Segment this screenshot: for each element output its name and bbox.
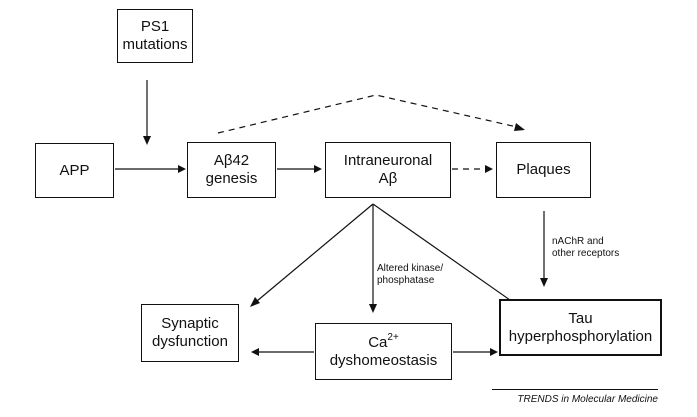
edge-calcium-to-synaptic-arrowhead — [251, 348, 259, 356]
node-synaptic-line-1: Synaptic — [161, 315, 219, 332]
node-intraneuronal-ab: Intraneuronal Aβ — [325, 142, 451, 198]
edge-label-nachr-line-1: nAChR and — [552, 236, 604, 247]
edge-plaques-to-tau-arrowhead — [540, 278, 548, 287]
node-app-label: APP — [59, 161, 90, 179]
node-tau-line-1: Tau — [568, 309, 593, 327]
node-intraneuronal-line-2: Aβ — [378, 170, 398, 187]
node-synaptic-line-2: dysfunction — [152, 333, 228, 350]
edge-ab42-to-plaques-dashed — [217, 94, 518, 134]
node-calcium-dyshomeostasis: Ca2+ dyshomeostasis — [315, 323, 452, 380]
node-synaptic-dysfunction: Synaptic dysfunction — [141, 304, 239, 362]
node-tau-hyperphosphorylation: Tau hyperphosphorylation — [499, 299, 662, 356]
edge-label-nachr-line-2: other receptors — [552, 248, 620, 259]
source-caption: TRENDS in Molecular Medicine — [517, 394, 658, 405]
edge-ab42-to-intraneuronal-arrowhead — [314, 165, 322, 173]
node-ps1-line-2: mutations — [122, 36, 188, 53]
edge-app-to-ab42-arrowhead — [178, 165, 186, 173]
edge-intraneuronal-to-tau — [372, 203, 511, 301]
source-divider — [492, 389, 658, 390]
edge-label-nachr: nAChR and other receptors — [552, 236, 619, 260]
node-intraneuronal-line-1: Intraneuronal — [343, 152, 433, 169]
edge-intraneuronal-to-calcium-arrowhead — [369, 304, 377, 313]
edge-intraneuronal-to-synaptic — [256, 203, 374, 302]
edge-calcium-to-tau-arrowhead — [490, 348, 498, 356]
edge-ab42-to-plaques-arrowhead — [514, 123, 525, 131]
node-plaques-label: Plaques — [516, 161, 571, 178]
node-ab42-line-2: genesis — [205, 170, 258, 187]
node-ps1-line-1: PS1 — [140, 18, 170, 35]
node-plaques: Plaques — [496, 142, 591, 198]
node-calcium-base: Ca — [368, 333, 388, 351]
edge-ps1-to-ab42-arrowhead — [143, 136, 151, 145]
node-ps1-mutations: PS1 mutations — [117, 9, 193, 63]
edge-intraneuronal-to-synaptic-arrowhead — [250, 297, 260, 307]
node-calcium-line-2: dyshomeostasis — [329, 351, 438, 369]
edge-label-kinase-line-2: phosphatase — [377, 275, 435, 286]
node-app: APP — [35, 143, 114, 198]
edge-label-kinase-line-1: Altered kinase/ — [377, 263, 444, 274]
node-ab42-genesis: Aβ42 genesis — [187, 142, 276, 198]
edge-intraneuronal-to-plaques-arrowhead — [485, 165, 493, 173]
node-calcium-superscript: 2+ — [387, 331, 399, 343]
node-calcium-line-1: Ca2+ — [368, 331, 399, 352]
node-tau-line-2: hyperphosphorylation — [508, 327, 653, 345]
node-ab42-line-1: Aβ42 — [213, 152, 250, 169]
edge-label-kinase: Altered kinase/ phosphatase — [377, 263, 443, 287]
